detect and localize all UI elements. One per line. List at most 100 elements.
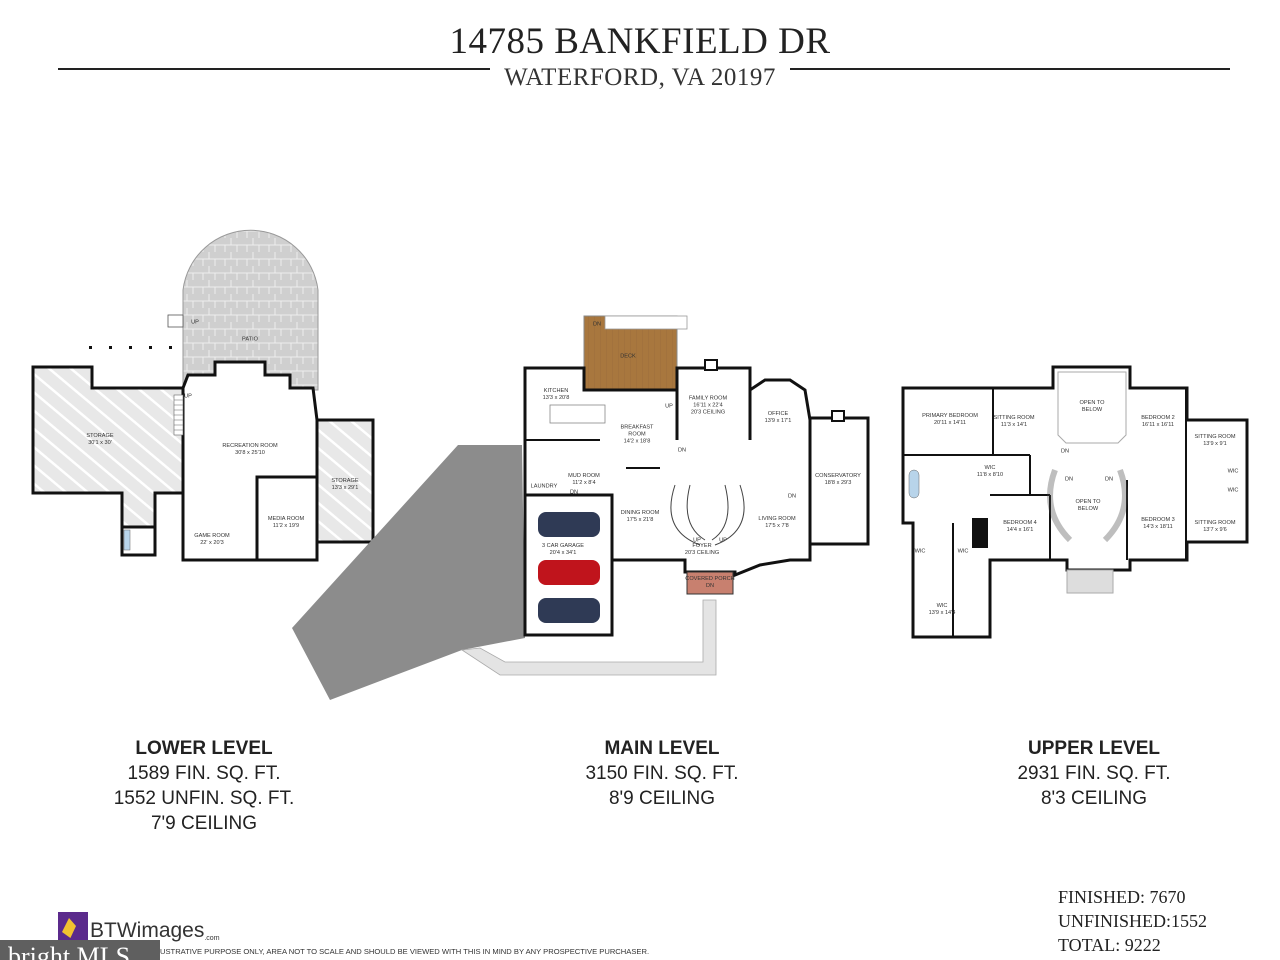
stair-label: UP — [184, 393, 192, 400]
lower-level-plan — [31, 229, 375, 562]
level-heading: MAIN LEVEL — [604, 738, 720, 759]
car-1 — [538, 512, 600, 537]
upper-stairs — [1047, 468, 1128, 543]
stair-label: DN — [677, 447, 687, 454]
room-label-wic: WIC — [957, 548, 969, 555]
bathtub-icon — [908, 469, 920, 499]
lower-level-summary: LOWER LEVEL 1589 FIN. SQ. FT. 1552 UNFIN… — [114, 736, 295, 836]
stair-label: DN — [1060, 448, 1070, 455]
fireplace-icon-2 — [831, 410, 845, 422]
room-label-wic: WIC — [1227, 468, 1239, 475]
patio-posts — [89, 346, 172, 349]
total-finished: FINISHED: 7670 — [1058, 887, 1186, 907]
finished-sqft: 2931 FIN. SQ. FT. — [1017, 763, 1171, 784]
conservatory-walls — [808, 416, 870, 546]
fireplace-icon — [704, 359, 718, 371]
kitchen-island — [549, 404, 606, 424]
finished-sqft: 1589 FIN. SQ. FT. — [127, 763, 281, 784]
media-room — [255, 475, 319, 562]
stair-label: UP — [719, 537, 727, 544]
stair-label: UP — [191, 319, 199, 326]
stair-label: UP — [665, 403, 673, 410]
open-to-below-top — [1057, 371, 1127, 444]
stair-label: DN — [569, 489, 579, 496]
total-unfinished: UNFINISHED:1552 — [1058, 911, 1208, 931]
stair-label: DN — [1064, 476, 1074, 483]
unfinished-sqft: 1552 UNFIN. SQ. FT. — [113, 788, 295, 809]
room-label-wic: WIC — [1227, 487, 1239, 494]
main-level-summary: MAIN LEVEL 3150 FIN. SQ. FT. 8'9 CEILING — [585, 736, 738, 811]
room-label-open-to-below: OPEN TO BELOW — [1079, 400, 1105, 413]
lower-stairs — [173, 394, 184, 436]
level-heading: UPPER LEVEL — [1028, 738, 1160, 759]
room-label-laundry: LAUNDRY — [530, 483, 558, 490]
btw-logo-icon — [58, 912, 88, 942]
stair-label: DN — [787, 493, 797, 500]
covered-porch — [686, 571, 734, 595]
bright-mls-watermark: bright MLS — [0, 940, 160, 960]
main-level-plan — [292, 315, 870, 700]
stair-void — [972, 518, 988, 548]
foyer-stairs — [670, 484, 745, 546]
deck-stairs — [604, 315, 688, 330]
stair-label: DN — [592, 321, 602, 328]
ceiling-height: 8'9 CEILING — [608, 788, 716, 809]
room-label-wic: WIC — [914, 548, 926, 555]
btwimages-logo: BTWimages.com — [58, 912, 220, 942]
level-heading: LOWER LEVEL — [135, 738, 273, 759]
driveway — [292, 445, 525, 700]
btw-logo-text: BTWimages — [90, 919, 205, 942]
city-text: WATERFORD, VA 20197 — [490, 64, 790, 91]
room-label-open-to-below-2: OPEN TO BELOW — [1075, 499, 1101, 512]
disclaimer-text: USTRATIVE PURPOSE ONLY, AREA NOT TO SCAL… — [160, 947, 650, 956]
area-totals: FINISHED: 7670 UNFINISHED:1552 TOTAL: 92… — [1058, 885, 1207, 957]
upper-balcony — [1066, 569, 1114, 594]
property-city: WATERFORD, VA 20197 — [0, 64, 1280, 92]
upper-level-plan — [901, 365, 1249, 639]
storage-right — [315, 418, 375, 544]
patio — [182, 229, 319, 391]
btw-logo-suffix: .com — [204, 935, 220, 942]
total-area: TOTAL: 9222 — [1058, 935, 1161, 955]
car-2 — [538, 560, 600, 585]
finished-sqft: 3150 FIN. SQ. FT. — [585, 763, 739, 784]
stair-label: UP — [693, 537, 701, 544]
ceiling-height: 8'3 CEILING — [1040, 788, 1148, 809]
room-label-deck: DECK — [620, 353, 636, 360]
patio-stairs — [167, 314, 184, 328]
bathtub-icon — [123, 529, 131, 551]
storage-left — [31, 365, 185, 529]
ceiling-height: 7'9 CEILING — [150, 813, 258, 834]
upper-level-summary: UPPER LEVEL 2931 FIN. SQ. FT. 8'3 CEILIN… — [1017, 736, 1170, 811]
property-address: 14785 BANKFIELD DR — [449, 21, 831, 62]
walkway — [460, 599, 717, 676]
room-label-patio: PATIO — [242, 336, 258, 343]
stair-label: DN — [1104, 476, 1114, 483]
